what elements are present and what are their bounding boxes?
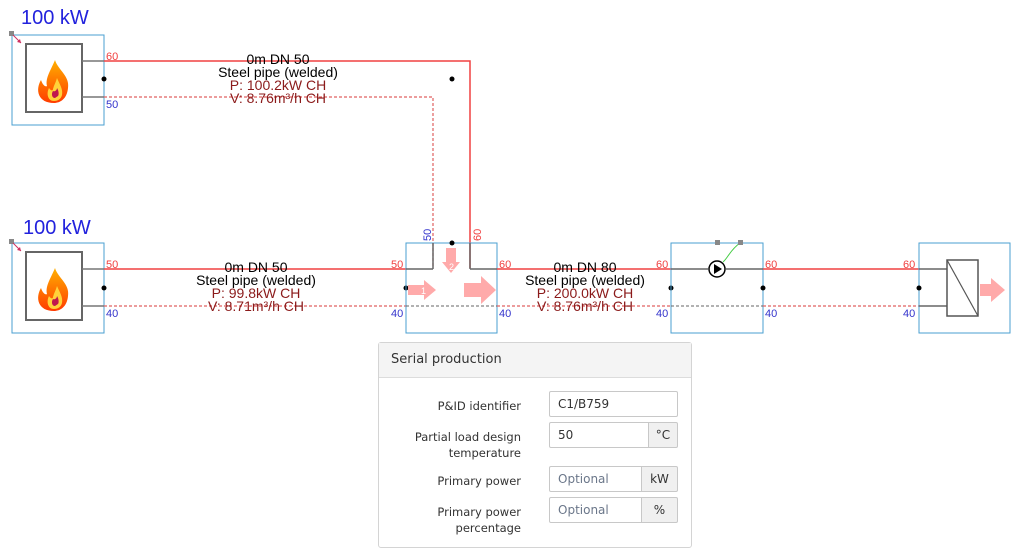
pump-in-supply-temp: 60 bbox=[656, 259, 668, 271]
panel-title: Serial production bbox=[379, 343, 691, 378]
flow-arrow-icon bbox=[464, 276, 496, 304]
pipe-4[interactable] bbox=[763, 268, 919, 307]
pipe-2-length: 0m DN 50 bbox=[224, 259, 287, 275]
primary-power-label: Primary power bbox=[437, 474, 521, 488]
partial-load-label: Partial load design temperature bbox=[414, 430, 521, 460]
heat-consumer[interactable] bbox=[916, 242, 1011, 334]
pump-out-return-temp: 40 bbox=[765, 308, 777, 320]
partial-load-input[interactable]: 50 bbox=[549, 422, 649, 448]
properties-panel: Serial production P&ID identifier C1/B75… bbox=[378, 342, 692, 548]
mixer-port-1-label: 1 bbox=[421, 286, 426, 296]
flame-icon bbox=[38, 268, 69, 311]
mixer-port-2-label: 2 bbox=[449, 262, 454, 272]
kw-unit: kW bbox=[641, 466, 678, 492]
pipe-3-power: P: 200.0kW CH bbox=[537, 285, 633, 301]
mixer-out-return-temp: 40 bbox=[499, 308, 511, 320]
pump-unit[interactable] bbox=[670, 240, 766, 334]
flame-icon bbox=[38, 60, 69, 103]
pipe-3-material: Steel pipe (welded) bbox=[525, 272, 645, 288]
mixer-top-return-temp: 50 bbox=[422, 229, 434, 241]
serial-production-mixer[interactable] bbox=[405, 240, 498, 334]
pipe-2-power: P: 99.8kW CH bbox=[212, 285, 301, 301]
flow-arrow-icon bbox=[980, 278, 1005, 302]
mixer-out-supply-temp: 60 bbox=[499, 259, 511, 271]
pipe-2-out-supply-temp: 50 bbox=[391, 259, 403, 271]
pipe-1-length: 0m DN 50 bbox=[246, 51, 309, 67]
boiler-1-return-temp: 50 bbox=[106, 99, 118, 111]
pipe-2-out-return-temp: 40 bbox=[391, 308, 403, 320]
primary-power-percentage-input[interactable]: Optional bbox=[549, 497, 642, 523]
pipe-2-flow: V: 8.71m³/h CH bbox=[208, 298, 304, 314]
boiler-1[interactable] bbox=[9, 31, 105, 126]
boiler-1-power-label: 100 kW bbox=[21, 7, 89, 29]
pipe-3-length: 0m DN 80 bbox=[553, 259, 616, 275]
pipe-1-flow: V: 8.76m³/h CH bbox=[230, 90, 326, 106]
primary-power-input[interactable]: Optional bbox=[549, 466, 642, 492]
pid-identifier-label: P&ID identifier bbox=[437, 399, 521, 413]
celsius-unit: °C bbox=[648, 422, 678, 448]
pid-identifier-input[interactable]: C1/B759 bbox=[549, 391, 678, 417]
pipe-1-material: Steel pipe (welded) bbox=[218, 64, 338, 80]
heat-exchanger-icon bbox=[946, 259, 979, 317]
boiler-2[interactable] bbox=[9, 239, 105, 334]
pump-out-supply-temp: 60 bbox=[765, 259, 777, 271]
boiler-2-supply-temp: 50 bbox=[106, 259, 118, 271]
pump-icon bbox=[708, 260, 726, 278]
pump-in-return-temp: 40 bbox=[656, 308, 668, 320]
consumer-return-temp: 40 bbox=[903, 308, 915, 320]
boiler-1-supply-temp: 60 bbox=[106, 51, 118, 63]
pipe-1[interactable] bbox=[104, 60, 471, 268]
pipe-2-material: Steel pipe (welded) bbox=[196, 272, 316, 288]
flow-arrow-icon bbox=[442, 248, 460, 273]
boiler-2-return-temp: 40 bbox=[106, 308, 118, 320]
primary-power-percentage-label: Primary power percentage bbox=[437, 505, 521, 535]
pipe-3-flow: V: 8.76m³/h CH bbox=[537, 298, 633, 314]
flow-arrow-icon bbox=[408, 280, 436, 300]
boiler-2-power-label: 100 kW bbox=[23, 217, 91, 239]
mixer-top-supply-temp: 60 bbox=[472, 229, 484, 241]
percent-unit: % bbox=[641, 497, 678, 523]
pipe-1-power: P: 100.2kW CH bbox=[230, 77, 326, 93]
consumer-supply-temp: 60 bbox=[903, 259, 915, 271]
